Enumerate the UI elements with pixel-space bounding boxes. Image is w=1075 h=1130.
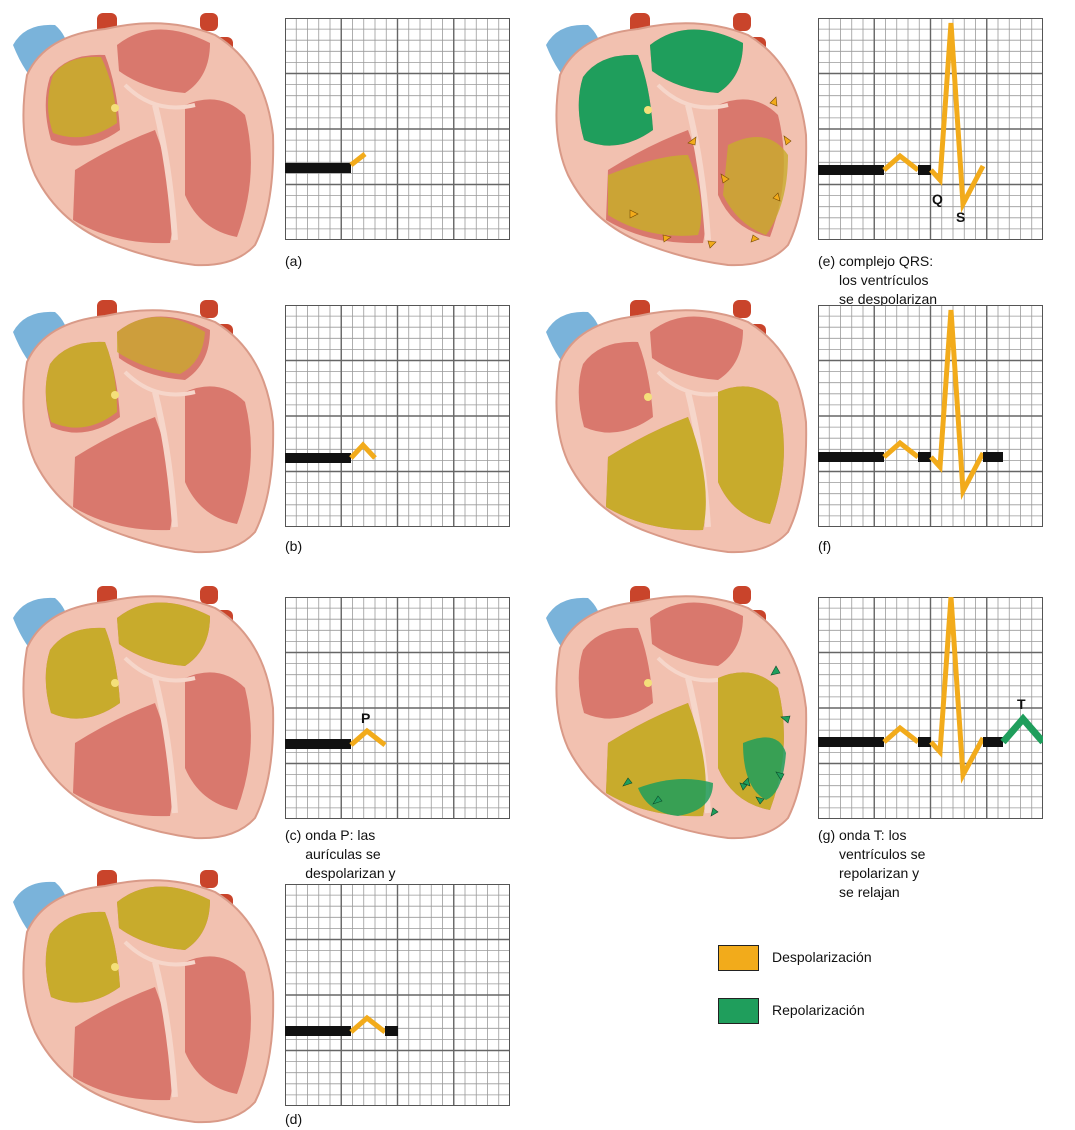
ecg-grid-a	[285, 18, 510, 240]
heart-illustration-a	[5, 5, 280, 270]
caption-text-g: onda T: los ventrículos se repolarizan y…	[839, 826, 929, 902]
p-wave-label: P	[361, 710, 370, 726]
legend-label-depolarization: Despolarización	[772, 949, 872, 965]
depolarization-swatch	[718, 945, 759, 971]
heart-illustration-d	[5, 862, 280, 1127]
caption-a: (a)	[285, 252, 302, 271]
ecg-grid-b	[285, 305, 510, 527]
t-wave-label: T	[1017, 696, 1026, 712]
ecg-grid-d	[285, 884, 510, 1106]
heart-illustration-e	[538, 5, 813, 270]
panel-label-c: (c)	[285, 827, 301, 843]
heart-illustration-c	[5, 578, 280, 843]
heart-illustration-g	[538, 578, 813, 843]
panel-label-b: (b)	[285, 538, 302, 554]
ecg-grid-f	[818, 305, 1043, 527]
repolarization-swatch	[718, 998, 759, 1024]
panel-label-g: (g)	[818, 827, 835, 843]
s-wave-label: S	[956, 209, 965, 225]
caption-d: (d)	[285, 1110, 302, 1129]
ecg-grid-g: T	[818, 597, 1043, 819]
heart-illustration-f	[538, 292, 813, 557]
legend-label-repolarization: Repolarización	[772, 1002, 865, 1018]
panel-label-a: (a)	[285, 253, 302, 269]
q-wave-label: Q	[932, 191, 943, 207]
caption-b: (b)	[285, 537, 302, 556]
panel-label-f: (f)	[818, 538, 831, 554]
ecg-grid-e: R Q S	[818, 18, 1043, 240]
ecg-grid-c: P	[285, 597, 510, 819]
r-wave-label: R	[944, 18, 954, 19]
heart-illustration-b	[5, 292, 280, 557]
panel-label-d: (d)	[285, 1111, 302, 1127]
caption-f: (f)	[818, 537, 831, 556]
caption-g: (g) onda T: los ventrículos se repolariz…	[818, 826, 908, 902]
panel-label-e: (e)	[818, 253, 835, 269]
